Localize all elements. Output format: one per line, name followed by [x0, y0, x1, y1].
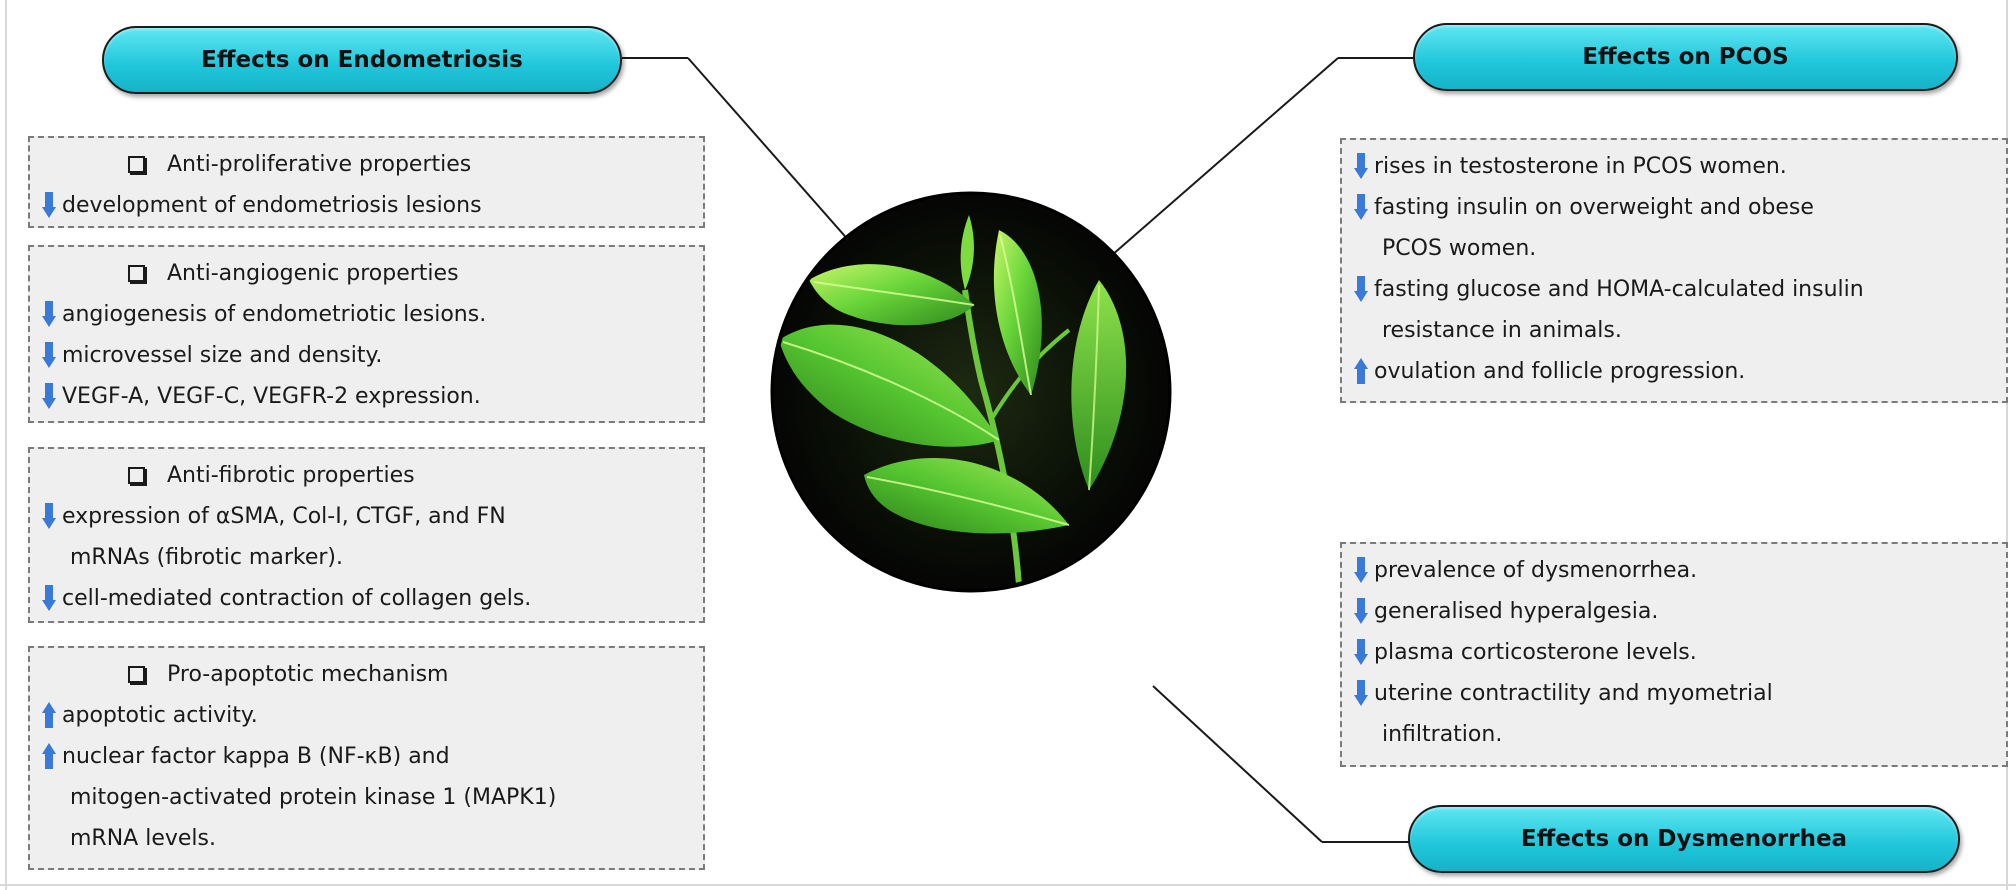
heading-text: Anti-fibrotic properties: [167, 463, 415, 488]
list-item: generalised hyperalgesia.: [1354, 591, 2006, 632]
list-item-continuation: mRNA levels.: [70, 826, 216, 851]
box-heading: Anti-angiogenic properties: [42, 253, 703, 294]
pro-apoptotic-box: Pro-apoptotic mechanism apoptotic activi…: [28, 646, 705, 870]
anti-fibrotic-box: Anti-fibrotic properties expression of α…: [28, 447, 705, 623]
down-arrow-icon: [42, 383, 56, 409]
list-item-continuation: mRNAs (fibrotic marker).: [70, 545, 344, 570]
down-arrow-icon: [1354, 639, 1368, 665]
frame-right-edge: [2006, 0, 2008, 890]
checkbox-icon: [128, 666, 145, 683]
list-item-continuation: mitogen-activated protein kinase 1 (MAPK…: [70, 785, 557, 810]
down-arrow-icon: [1354, 598, 1368, 624]
pill-pcos-label: Effects on PCOS: [1582, 44, 1789, 70]
down-arrow-icon: [42, 585, 56, 611]
list-item: development of endometriosis lesions: [42, 185, 703, 226]
pill-effects-on-endometriosis: Effects on Endometriosis: [102, 26, 622, 94]
pill-effects-on-dysmenorrhea: Effects on Dysmenorrhea: [1408, 805, 1960, 873]
down-arrow-icon: [42, 301, 56, 327]
down-arrow-icon: [1354, 153, 1368, 179]
down-arrow-icon: [1354, 194, 1368, 220]
pill-dysmenorrhea-label: Effects on Dysmenorrhea: [1520, 826, 1848, 852]
anti-proliferative-box: Anti-proliferative properties developmen…: [28, 136, 705, 228]
list-item: fasting insulin on overweight and obese: [1354, 187, 2006, 228]
list-item: fasting glucose and HOMA-calculated insu…: [1354, 269, 2006, 310]
list-item: angiogenesis of endometriotic lesions.: [42, 294, 703, 335]
list-item: prevalence of dysmenorrhea.: [1354, 550, 2006, 591]
down-arrow-icon: [42, 503, 56, 529]
up-arrow-icon: [42, 743, 56, 769]
up-arrow-icon: [42, 702, 56, 728]
list-item: ovulation and follicle progression.: [1354, 351, 2006, 392]
pill-effects-on-pcos: Effects on PCOS: [1413, 23, 1958, 91]
connector-pcos-diagonal: [1087, 57, 1339, 277]
heading-text: Anti-angiogenic properties: [167, 261, 459, 286]
frame-left-edge: [5, 0, 7, 890]
list-item-continuation: infiltration.: [1382, 722, 1503, 747]
list-item: nuclear factor kappa B (NF-κB) and: [42, 736, 703, 777]
down-arrow-icon: [1354, 680, 1368, 706]
list-item: apoptotic activity.: [42, 695, 703, 736]
list-item: VEGF-A, VEGF-C, VEGFR-2 expression.: [42, 376, 703, 417]
down-arrow-icon: [42, 342, 56, 368]
anti-angiogenic-box: Anti-angiogenic properties angiogenesis …: [28, 245, 705, 423]
down-arrow-icon: [42, 192, 56, 218]
box-heading: Anti-fibrotic properties: [42, 455, 703, 496]
heading-text: Pro-apoptotic mechanism: [167, 662, 449, 687]
green-tea-leaf-image: [769, 190, 1173, 594]
list-item: uterine contractility and myometrial: [1354, 673, 2006, 714]
down-arrow-icon: [1354, 276, 1368, 302]
list-item: rises in testosterone in PCOS women.: [1354, 146, 2006, 187]
frame-bottom-edge: [0, 884, 2016, 886]
tea-leaf-icon: [770, 191, 1172, 593]
box-heading: Anti-proliferative properties: [42, 144, 703, 185]
box-heading: Pro-apoptotic mechanism: [42, 654, 703, 695]
checkbox-icon: [128, 156, 145, 173]
list-item: plasma corticosterone levels.: [1354, 632, 2006, 673]
pill-endometriosis-label: Effects on Endometriosis: [201, 47, 523, 73]
pcos-box: rises in testosterone in PCOS women. fas…: [1340, 138, 2008, 403]
heading-text: Anti-proliferative properties: [167, 152, 472, 177]
list-item: cell-mediated contraction of collagen ge…: [42, 578, 703, 619]
checkbox-icon: [128, 265, 145, 282]
list-item-continuation: PCOS women.: [1382, 236, 1537, 261]
connector-dysmenorrhea-diagonal: [1152, 685, 1323, 843]
checkbox-icon: [128, 467, 145, 484]
list-item-continuation: resistance in animals.: [1382, 318, 1622, 343]
list-item: expression of αSMA, Col-I, CTGF, and FN: [42, 496, 703, 537]
down-arrow-icon: [1354, 557, 1368, 583]
up-arrow-icon: [1354, 358, 1368, 384]
list-item: microvessel size and density.: [42, 335, 703, 376]
dysmenorrhea-box: prevalence of dysmenorrhea. generalised …: [1340, 542, 2008, 767]
